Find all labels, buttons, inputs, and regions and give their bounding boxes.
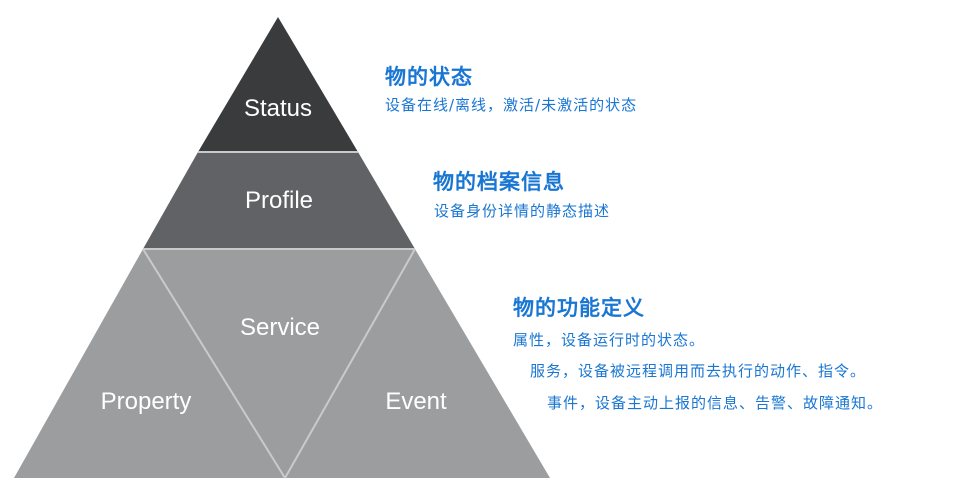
- left-divider-line: [142, 248, 286, 479]
- service-label: Service: [240, 314, 320, 341]
- right-divider-line: [284, 248, 416, 479]
- event-label: Event: [385, 388, 447, 415]
- status-segment: [198, 17, 358, 152]
- service-definition-line: 服务，设备被远程调用而去执行的动作、指令。: [530, 362, 867, 380]
- profile-segment: [143, 152, 415, 249]
- status-annotation-title: 物的状态: [385, 65, 473, 89]
- property-definition-line: 属性，设备运行时的状态。: [513, 331, 706, 349]
- status-label: Status: [244, 95, 312, 122]
- property-label: Property: [101, 388, 192, 415]
- event-definition-line: 事件，设备主动上报的信息、告警、故障通知。: [547, 394, 884, 412]
- status-annotation-description: 设备在线/离线，激活/未激活的状态: [385, 96, 638, 114]
- property-segment: [14, 249, 285, 478]
- profile-annotation-description: 设备身份详情的静态描述: [434, 202, 611, 220]
- profile-annotation-title: 物的档案信息: [433, 170, 565, 194]
- event-segment: [285, 249, 550, 478]
- service-segment: [143, 249, 415, 478]
- profile-label: Profile: [245, 187, 313, 214]
- function-annotation-title: 物的功能定义: [513, 296, 645, 320]
